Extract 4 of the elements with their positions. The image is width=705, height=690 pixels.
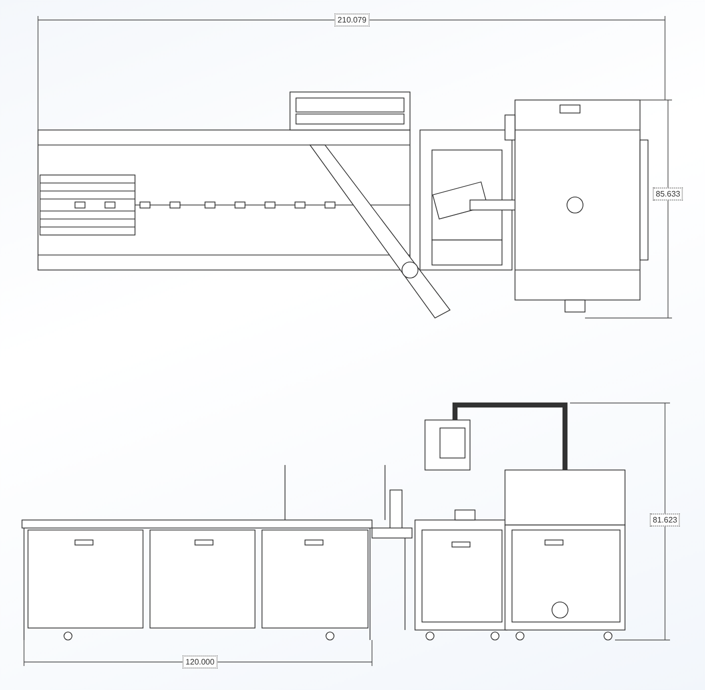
- dimension-value: 85.633: [652, 188, 684, 200]
- dimension-value: 120.000: [182, 656, 218, 668]
- dimension-value: 210.079: [334, 14, 370, 26]
- dimension-value: 81.623: [650, 514, 680, 526]
